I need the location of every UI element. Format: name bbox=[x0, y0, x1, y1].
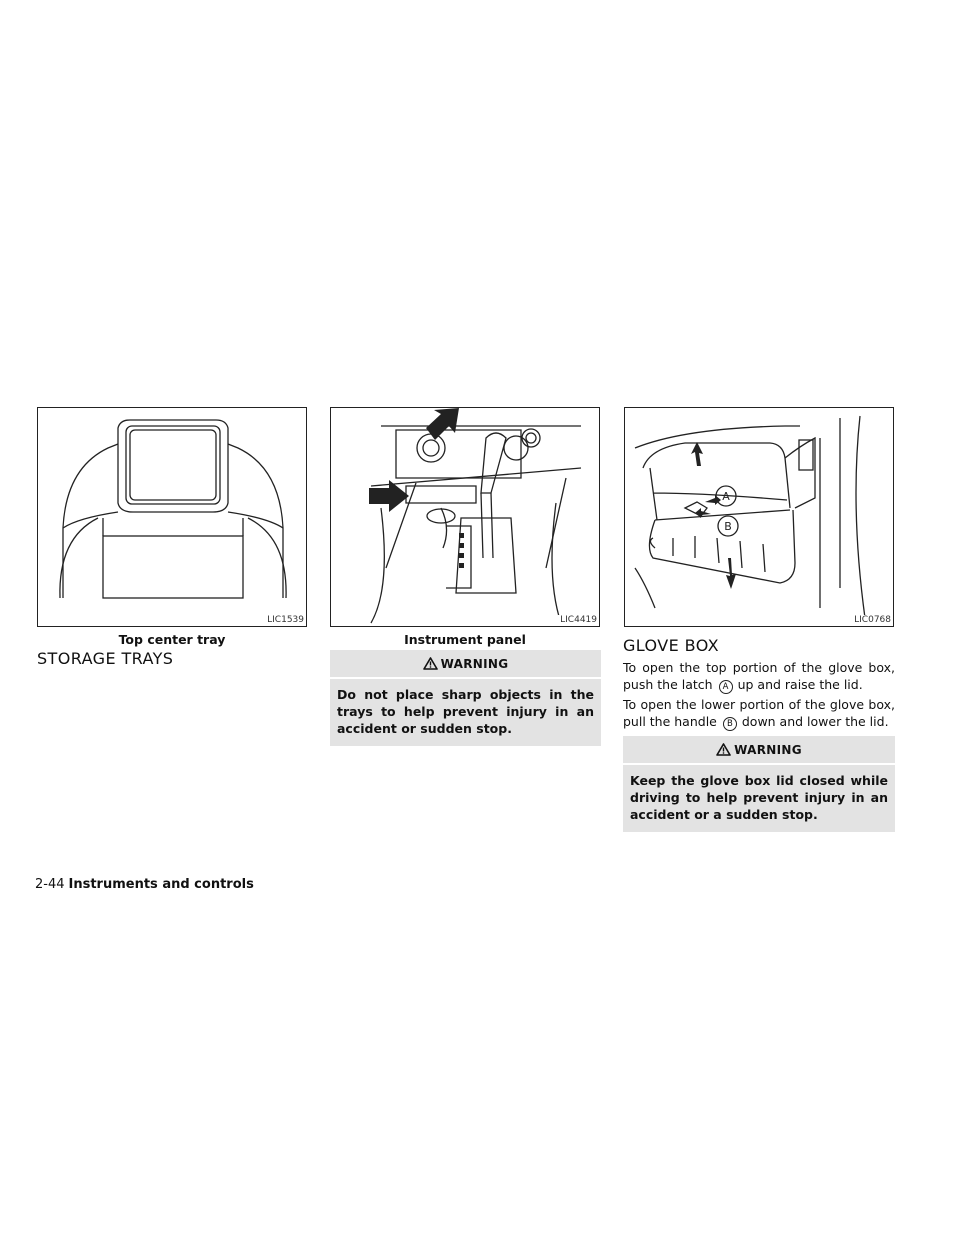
section-name: Instruments and controls bbox=[68, 877, 254, 892]
paragraph-text: To open the top portion of the glove box… bbox=[623, 660, 895, 692]
arrow-upper-tray bbox=[426, 408, 459, 440]
figure-instrument-panel: LIC4419 bbox=[330, 407, 600, 627]
warning-header: WARNING bbox=[330, 650, 601, 677]
warning-label: WARNING bbox=[734, 742, 802, 757]
paragraph-text: up and raise the lid. bbox=[737, 677, 863, 692]
figure-code: LIC1539 bbox=[265, 615, 304, 625]
warning-header: WARNING bbox=[623, 736, 895, 763]
warning-text: Keep the glove box lid closed while driv… bbox=[623, 763, 895, 832]
callout-a-label: A bbox=[722, 490, 730, 503]
figure-code: LIC4419 bbox=[558, 615, 597, 625]
warning-triangle-icon bbox=[422, 657, 438, 670]
figure-top-center-tray: LIC1539 bbox=[37, 407, 307, 627]
arrow-lower-lid bbox=[726, 558, 736, 589]
warning-text: Do not place sharp objects in the trays … bbox=[330, 677, 601, 746]
paragraph-text: To open the lower portion of the glove b… bbox=[623, 697, 895, 729]
warning-triangle-icon bbox=[716, 743, 731, 756]
callout-a-symbol: A bbox=[718, 680, 733, 694]
warning-label: WARNING bbox=[440, 656, 509, 671]
callout-b bbox=[717, 515, 739, 537]
arrow-lower-tray bbox=[369, 480, 409, 512]
page-number: 2-44 bbox=[35, 877, 65, 892]
glove-box-title: GLOVE BOX bbox=[623, 636, 720, 655]
glove-box-paragraph-lower: To open the lower portion of the glove b… bbox=[623, 696, 895, 731]
glove-box-paragraph-top: To open the top portion of the glove box… bbox=[623, 659, 895, 694]
storage-trays-warning: WARNING Do not place sharp objects in th… bbox=[330, 650, 601, 746]
glove-box-illustration: A B bbox=[634, 415, 866, 619]
callout-a bbox=[715, 485, 737, 507]
paragraph-text: down and lower the lid. bbox=[741, 714, 889, 729]
figure-caption: Top center tray bbox=[118, 632, 226, 647]
callout-b-label: B bbox=[724, 520, 732, 533]
callout-b-symbol: B bbox=[722, 717, 737, 731]
instrument-panel-illustration bbox=[369, 408, 582, 624]
figure-glove-box: A B LIC0768 bbox=[624, 407, 894, 627]
figure-code: LIC0768 bbox=[852, 615, 891, 625]
top-center-tray-illustration bbox=[59, 419, 287, 599]
glove-box-warning: WARNING Keep the glove box lid closed wh… bbox=[623, 736, 895, 832]
arrow-raise-lid bbox=[691, 442, 703, 466]
storage-trays-title: STORAGE TRAYS bbox=[37, 649, 174, 668]
figure-caption: Instrument panel bbox=[404, 632, 526, 647]
